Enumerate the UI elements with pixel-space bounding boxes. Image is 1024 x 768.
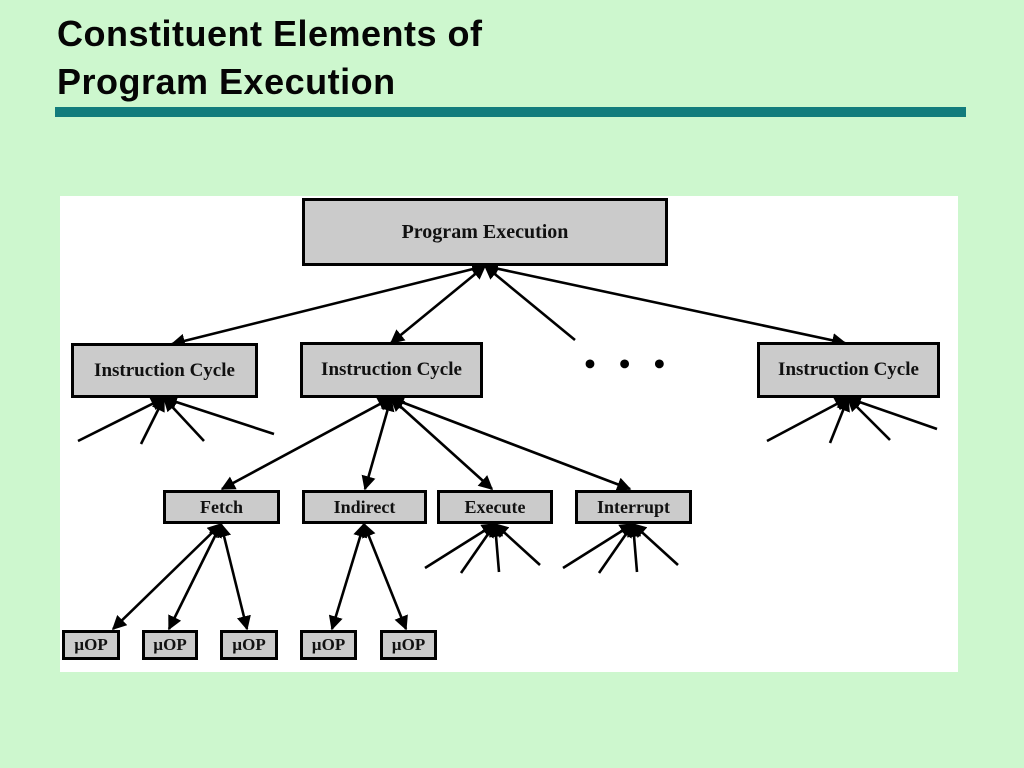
edge-ic2-indirect [361,396,395,491]
node-instruction-cycle-1: Instruction Cycle [71,343,258,398]
slide-title-line2: Program Execution [57,61,396,102]
node-uop-2: µOP [142,630,198,660]
node-uop-3: µOP [220,630,278,660]
node-uop-1: µOP [62,630,120,660]
title-divider-bar [55,107,966,117]
edge-ic3-stub [828,396,850,444]
node-instruction-cycle-3: Instruction Cycle [757,342,940,398]
node-uop-5: µOP [380,630,437,660]
edge-interrupt-stub [626,522,642,573]
edge-interrupt-stub [597,522,635,574]
edge-ic2-execute [389,397,494,490]
node-interrupt: Interrupt [575,490,692,524]
edge-indirect-uop4 [328,522,368,631]
edge-root-ellipsis [483,264,576,342]
edge-execute-stub [424,522,497,570]
edge-fetch-uop2 [167,522,223,631]
edge-fetch-uop1 [111,523,223,630]
edge-ic1-stub [139,396,166,445]
edge-ic1-stub [77,396,166,443]
edge-ic3-stub [846,395,938,431]
edge-execute-stub [459,522,497,574]
slide-title-line1: Constituent Elements of [57,13,483,54]
edge-ic2-interrupt [389,395,632,492]
slide-title: Constituent Elements of Program Execution [57,10,483,106]
node-indirect: Indirect [302,490,427,524]
edge-ic3-stub [766,396,850,443]
edge-interrupt-stub [631,523,679,566]
node-instruction-cycle-2: Instruction Cycle [300,342,483,398]
edge-interrupt-stub [562,522,635,570]
edge-root-ic3 [483,261,847,348]
node-program-execution: Program Execution [302,198,668,266]
node-execute: Execute [437,490,553,524]
edge-root-ic2 [389,264,487,345]
node-fetch: Fetch [163,490,280,524]
edge-indirect-uop5 [362,522,408,631]
edge-execute-stub [493,523,541,566]
edge-execute-stub [488,522,504,573]
ellipsis-dots: • • • [582,350,668,379]
edge-ic2-fetch [220,396,393,491]
edge-fetch-uop3 [217,522,251,631]
node-uop-4: µOP [300,630,357,660]
